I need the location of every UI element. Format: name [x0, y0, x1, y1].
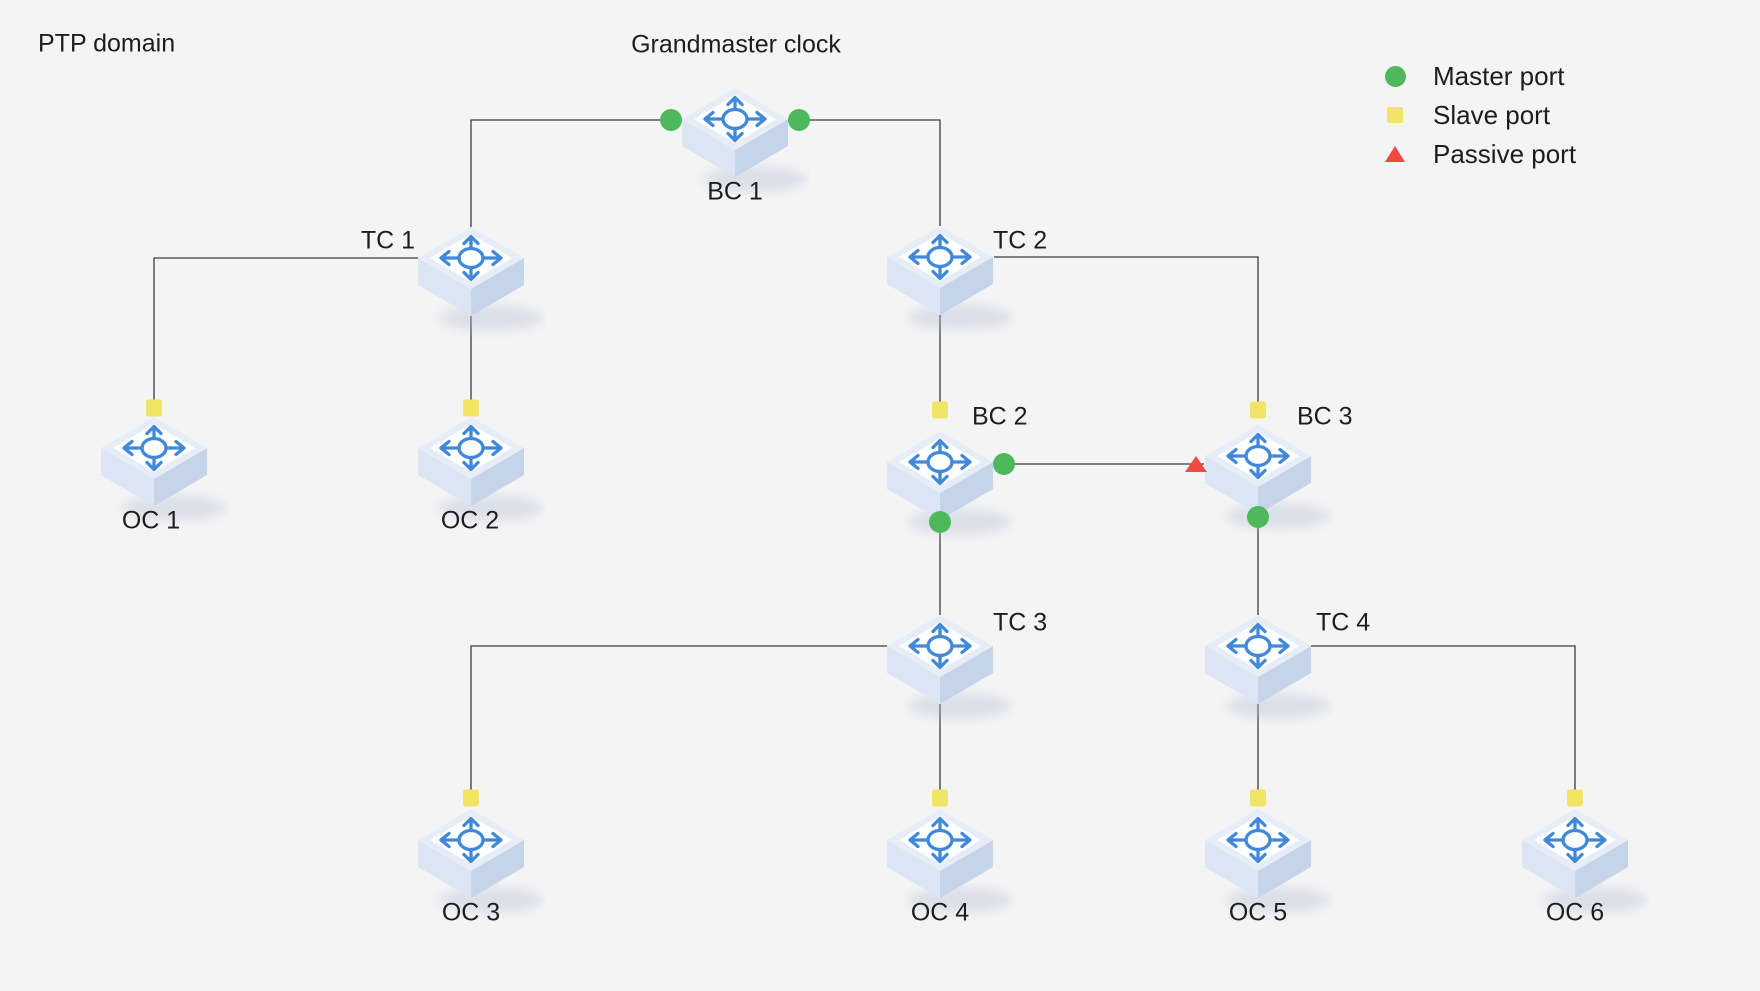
master-port-marker-bc3	[1247, 506, 1269, 528]
master-port-marker-bc1	[788, 109, 810, 131]
switch-cube-icon	[1205, 615, 1330, 719]
switch-cube-icon	[418, 227, 543, 331]
node-label-oc5: OC 5	[1228, 898, 1288, 927]
four-way-arrows-icon	[1226, 432, 1290, 480]
four-way-arrows-icon	[439, 234, 503, 282]
slave-port-marker-bc3	[1250, 401, 1266, 419]
link-line-tc4-oc6	[1311, 645, 1576, 790]
link-line-tc2-bc3	[994, 256, 1259, 402]
legend-item-slave: Slave port	[1384, 99, 1576, 130]
node-tc1	[396, 188, 546, 348]
node-tc2	[865, 187, 1015, 347]
switch-cube-icon	[101, 417, 226, 521]
node-label-bc1: BC 1	[707, 177, 763, 206]
node-label-oc1: OC 1	[121, 506, 181, 535]
node-bc1	[660, 49, 810, 209]
four-way-arrows-icon	[1226, 816, 1290, 864]
link-line-tc1-oc1	[153, 257, 418, 400]
node-label-tc4: TC 4	[1316, 608, 1371, 637]
node-tc4	[1183, 576, 1333, 736]
four-way-arrows-icon	[908, 233, 972, 281]
slave-port-marker-oc4	[932, 789, 948, 807]
node-oc5	[1183, 770, 1333, 930]
slave-port-marker-oc2	[463, 399, 479, 417]
node-label-bc3: BC 3	[1297, 402, 1353, 431]
node-oc3	[396, 770, 546, 930]
node-oc1	[79, 378, 229, 538]
legend-label-master: Master port	[1433, 60, 1565, 91]
node-label-oc3: OC 3	[441, 898, 501, 927]
slave-port-marker-bc2	[932, 401, 948, 419]
passive-port-legend-icon	[1384, 146, 1406, 162]
legend-label-slave: Slave port	[1433, 99, 1551, 130]
switch-cube-icon	[887, 809, 1012, 913]
node-tc3	[865, 576, 1015, 736]
master-port-legend-icon	[1384, 65, 1406, 87]
page-title: PTP domain	[38, 29, 176, 58]
link-line-bc1-tc1	[470, 119, 682, 227]
switch-cube-icon	[887, 615, 1012, 719]
node-label-oc6: OC 6	[1545, 898, 1605, 927]
passive-port-marker-bc3	[1185, 456, 1207, 472]
grandmaster-label: Grandmaster clock	[631, 30, 841, 59]
four-way-arrows-icon	[122, 424, 186, 472]
legend-item-passive: Passive port	[1384, 138, 1577, 169]
link-line-bc1-tc2	[788, 119, 941, 226]
switch-cube-icon	[1205, 809, 1330, 913]
switch-cube-icon	[418, 417, 543, 521]
switch-cube-icon	[1522, 809, 1647, 913]
slave-port-legend-icon	[1384, 107, 1406, 123]
switch-cube-icon	[418, 809, 543, 913]
four-way-arrows-icon	[1543, 816, 1607, 864]
switch-cube-icon	[887, 226, 1012, 330]
four-way-arrows-icon	[908, 438, 972, 486]
node-label-tc3: TC 3	[993, 608, 1048, 637]
four-way-arrows-icon	[908, 622, 972, 670]
master-port-marker-bc1	[660, 109, 682, 131]
node-label-oc4: OC 4	[910, 898, 970, 927]
master-port-marker-bc2	[993, 453, 1015, 475]
node-label-tc2: TC 2	[993, 226, 1048, 255]
slave-port-marker-oc1	[146, 399, 162, 417]
node-oc6	[1500, 770, 1650, 930]
four-way-arrows-icon	[908, 816, 972, 864]
slave-port-marker-oc3	[463, 789, 479, 807]
legend-item-master: Master port	[1384, 60, 1576, 91]
node-bc2	[865, 392, 1015, 552]
slave-port-marker-oc6	[1567, 789, 1583, 807]
link-line-tc3-oc3	[470, 645, 887, 790]
master-port-marker-bc2	[929, 511, 951, 533]
node-oc2	[396, 378, 546, 538]
four-way-arrows-icon	[703, 95, 767, 143]
node-label-tc1: TC 1	[360, 226, 415, 255]
four-way-arrows-icon	[439, 424, 503, 472]
node-oc4	[865, 770, 1015, 930]
switch-cube-icon	[887, 431, 1012, 535]
slave-port-marker-oc5	[1250, 789, 1266, 807]
four-way-arrows-icon	[439, 816, 503, 864]
node-label-oc2: OC 2	[440, 506, 500, 535]
four-way-arrows-icon	[1226, 622, 1290, 670]
legend-label-passive: Passive port	[1433, 138, 1577, 169]
node-label-bc2: BC 2	[972, 402, 1028, 431]
switch-cube-icon	[682, 88, 807, 192]
